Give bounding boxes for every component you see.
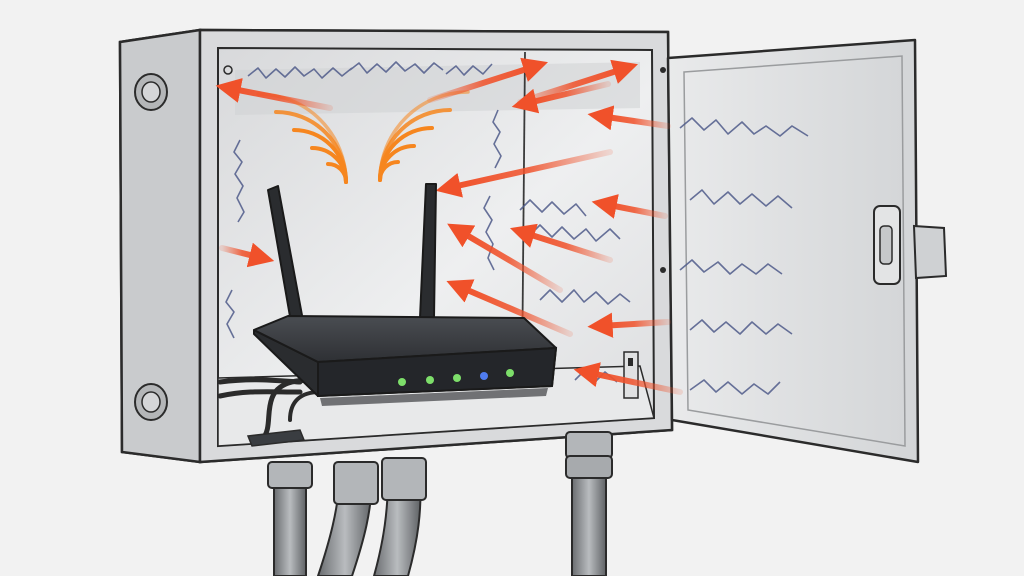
bracket-slot xyxy=(628,358,633,366)
router-front-face xyxy=(317,346,558,398)
interference-zigzag-icon xyxy=(689,319,793,335)
status-led-icon xyxy=(506,369,514,377)
signal-reflection-arrow-icon xyxy=(509,223,613,263)
interference-zigzag-icon xyxy=(519,199,587,217)
router-shadow xyxy=(320,388,548,406)
conduit-fitting xyxy=(333,461,379,505)
cable-conduit-icon xyxy=(267,461,313,576)
interference-zigzag-icon xyxy=(689,379,781,395)
cable-conduit-icon xyxy=(316,461,379,576)
signal-reflection-arrow-icon xyxy=(573,362,683,395)
signal-reflection-arrow-icon xyxy=(587,105,671,131)
door-lock-tab xyxy=(912,224,948,280)
interference-zigzag-icon xyxy=(679,259,783,275)
interior-bracket xyxy=(623,351,639,399)
interference-zigzag-icon xyxy=(529,224,621,242)
interference-zigzag-icon xyxy=(492,109,502,169)
interference-zigzags xyxy=(225,61,809,395)
conduit-fitting xyxy=(267,461,313,489)
bolt-icon xyxy=(134,383,168,421)
interference-zigzag-icon xyxy=(483,195,495,271)
signal-reflection-arrow-icon xyxy=(215,78,333,111)
open-door-icon xyxy=(666,38,948,464)
interference-zigzag-icon xyxy=(539,289,631,305)
interference-zigzag-icon xyxy=(679,117,809,137)
conduit-fitting xyxy=(565,431,613,459)
signal-reflection-arrow-icon xyxy=(427,57,548,103)
signal-reflection-arrow-icon xyxy=(435,149,613,198)
status-led-icon xyxy=(426,376,434,384)
hinge-icon xyxy=(660,67,666,73)
door-latch-handle xyxy=(879,225,893,265)
router-body-top xyxy=(253,315,557,363)
status-led-icon xyxy=(480,372,488,380)
conduit-fitting xyxy=(565,455,613,479)
door-inner-rim xyxy=(683,55,906,447)
signal-reflection-arrow-icon xyxy=(447,223,563,293)
wifi-router-icon xyxy=(253,183,558,406)
signal-reflection-arrow-icon xyxy=(587,312,671,338)
conduit-fitting xyxy=(381,457,427,501)
cable-connector xyxy=(246,429,306,447)
interference-zigzag-icon xyxy=(233,139,245,223)
status-led-icon xyxy=(453,374,461,382)
interference-zigzag-icon xyxy=(689,189,793,209)
interference-zigzag-icon xyxy=(349,61,444,74)
status-led-icon xyxy=(398,378,406,386)
status-leds xyxy=(398,369,514,386)
interference-zigzag-icon xyxy=(247,66,353,79)
bolt-icon xyxy=(134,73,168,111)
interference-zigzag-icon xyxy=(445,63,493,76)
screw-icon xyxy=(223,65,233,75)
cable-conduit-icon xyxy=(565,431,613,576)
signal-reflection-arrow-icon xyxy=(591,194,668,219)
signal-reflection-arrow-icon xyxy=(446,279,573,337)
signal-reflection-arrow-icon xyxy=(219,242,275,268)
hinge-icon xyxy=(660,267,666,273)
interference-zigzag-icon xyxy=(225,289,235,339)
signal-reflection-arrow-icon xyxy=(511,81,611,114)
reflection-arrows xyxy=(215,57,683,395)
enclosure-door xyxy=(666,38,920,464)
cable-conduit-icon xyxy=(372,457,427,576)
